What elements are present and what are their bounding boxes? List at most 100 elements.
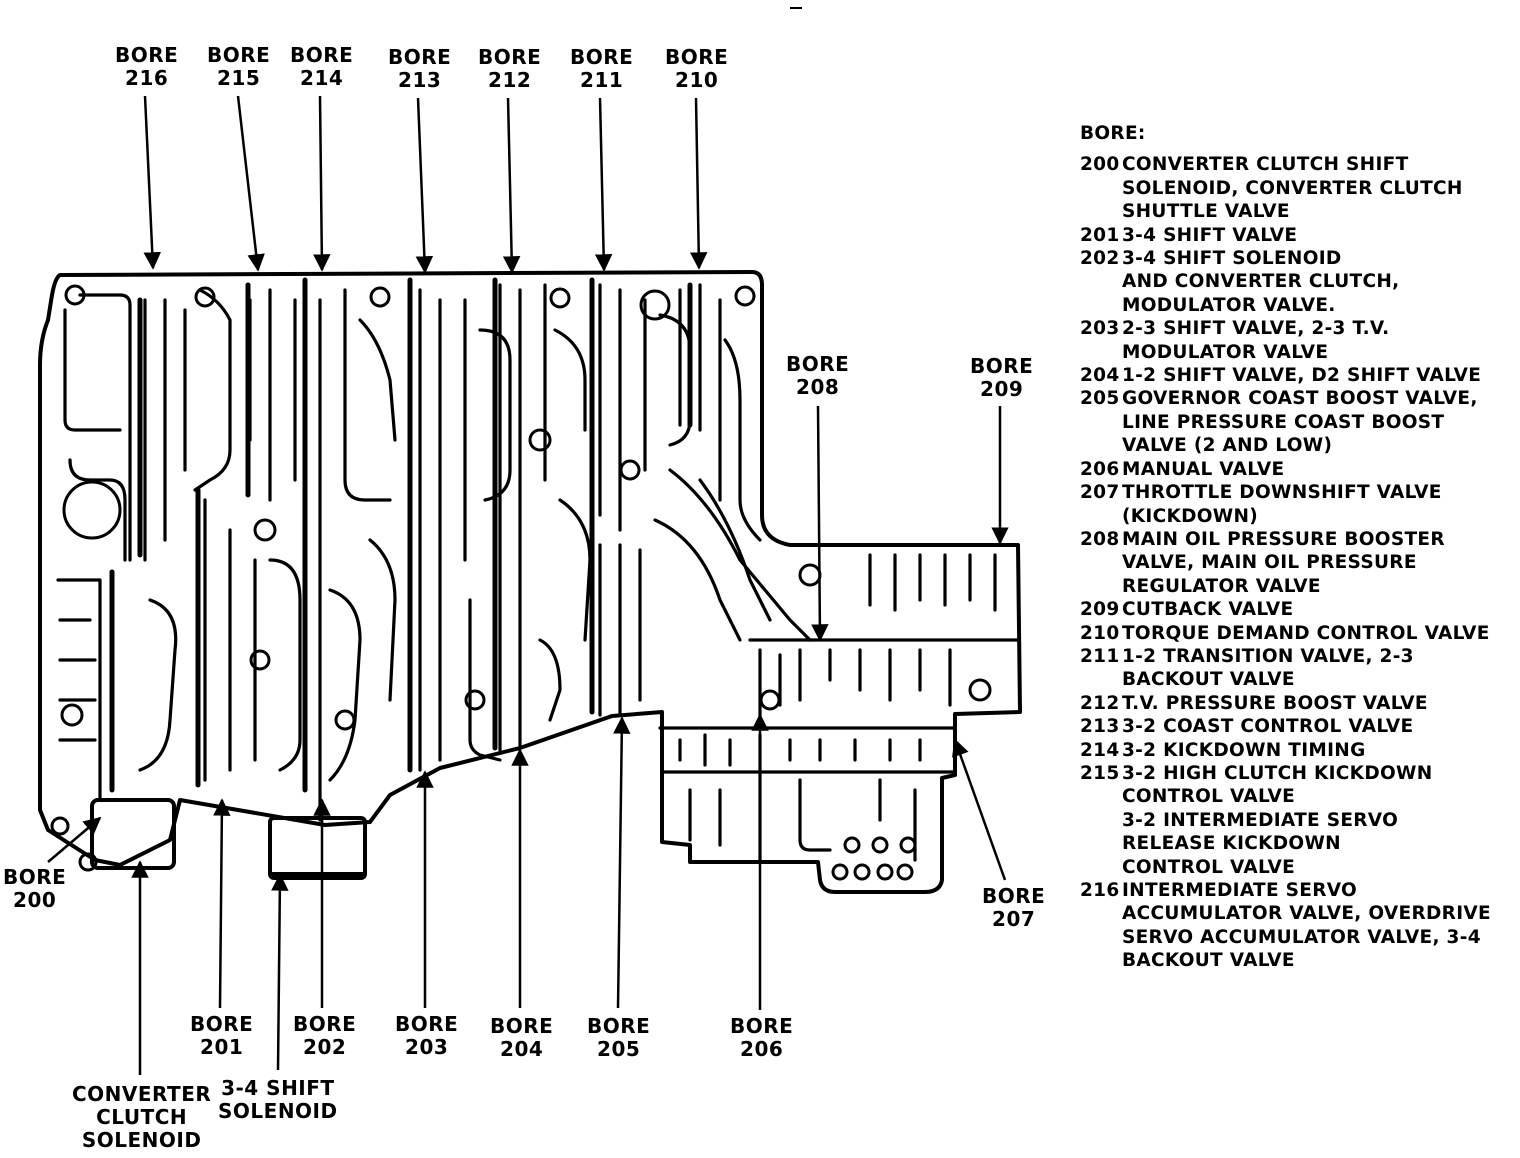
converter-clutch-solenoid-label: CONVERTER CLUTCH SOLENOID [72, 1082, 212, 1152]
legend-entry-line: SHUTTLE VALVE [1122, 201, 1290, 223]
valve-body-outline [38, 270, 1022, 894]
legend-entry-line: SOLENOID, CONVERTER CLUTCH [1122, 177, 1463, 199]
legend-entry-line: 3-2 COAST CONTROL VALVE [1122, 716, 1414, 738]
shift-solenoid-34-label: 3-4 SHIFT SOLENOID [218, 1076, 338, 1123]
legend-entry-line: (KICKDOWN) [1122, 505, 1259, 527]
legend-entry-line: MANUAL VALVE [1122, 458, 1285, 480]
legend-entry-line: T.V. PRESSURE BOOST VALVE [1122, 692, 1428, 714]
legend-entry-line: BACKOUT VALVE [1122, 950, 1295, 972]
legend-entry-line: LINE PRESSURE COAST BOOST [1122, 411, 1445, 433]
legend-entry-line: INTERMEDIATE SERVO [1122, 880, 1358, 901]
legend-entry-number: 214 [1080, 739, 1120, 761]
legend-entry-line: ACCUMULATOR VALVE, OVERDRIVE [1122, 903, 1491, 925]
legend-entry-text: TORQUE DEMAND CONTROL VALVE [1122, 622, 1510, 645]
legend-entry-text: 3-2 KICKDOWN TIMING [1122, 739, 1510, 762]
legend-entry-line: TORQUE DEMAND CONTROL VALVE [1122, 622, 1490, 644]
legend-entry-line: VALVE (2 AND LOW) [1122, 435, 1333, 457]
legend-entry-number: 208 [1080, 528, 1120, 550]
legend-entry-line: CUTBACK VALVE [1122, 599, 1294, 621]
legend-entry-number: 206 [1080, 458, 1120, 480]
legend-entry-line: 1-2 TRANSITION VALVE, 2-3 [1122, 645, 1414, 667]
legend-entry-line: MODULATOR VALVE [1122, 341, 1329, 363]
legend-entry-number: 200 [1080, 154, 1120, 176]
legend-entry-line: RELEASE KICKDOWN [1122, 833, 1341, 855]
legend-entry-line: SERVO ACCUMULATOR VALVE, 3-4 [1122, 926, 1481, 948]
legend-entry-line: CONTROL VALVE [1122, 856, 1296, 878]
legend-entry-number: 212 [1080, 692, 1120, 714]
legend-entry-number: 210 [1080, 622, 1120, 644]
legend-entry-line: BACKOUT VALVE [1122, 669, 1295, 691]
legend-entry-line: 2-3 SHIFT VALVE, 2-3 T.V. [1122, 318, 1390, 340]
legend-entry-line: 3-2 HIGH CLUTCH KICKDOWN [1122, 762, 1433, 784]
legend-entry-number: 209 [1080, 599, 1120, 621]
legend-entry-number: 216 [1080, 880, 1120, 901]
legend-entry-number: 207 [1080, 482, 1120, 504]
legend-entry-line: MAIN OIL PRESSURE BOOSTER [1122, 528, 1445, 550]
legend-entry-text: 2-3 SHIFT VALVE, 2-3 T.V.MODULATOR VALVE [1122, 317, 1510, 364]
legend-entry-text: GOVERNOR COAST BOOST VALVE,LINE PRESSURE… [1122, 387, 1510, 457]
legend-entry-line: CONVERTER CLUTCH SHIFT [1122, 154, 1409, 176]
legend-entry-line: 1-2 SHIFT VALVE, D2 SHIFT VALVE [1122, 365, 1482, 387]
legend-entry-line: THROTTLE DOWNSHIFT VALVE [1122, 482, 1442, 504]
legend-entry-number: 203 [1080, 318, 1120, 340]
legend-entry-number: 215 [1080, 762, 1120, 784]
legend-entry-text: MANUAL VALVE [1122, 458, 1510, 481]
legend-entry-number: 205 [1080, 388, 1120, 410]
legend-entry-line: 3-2 KICKDOWN TIMING [1122, 739, 1366, 761]
legend-entry-text: 3-2 COAST CONTROL VALVE [1122, 715, 1510, 738]
legend-entry-line: CONTROL VALVE [1122, 786, 1296, 808]
legend-entry-number: 204 [1080, 365, 1120, 387]
legend-entry-line: REGULATOR VALVE [1122, 575, 1321, 597]
legend-entry-line: 3-4 SHIFT VALVE [1122, 224, 1298, 246]
legend-entry-text: T.V. PRESSURE BOOST VALVE [1122, 692, 1510, 715]
legend-entry-number: 211 [1080, 645, 1120, 667]
legend-entry-line: AND CONVERTER CLUTCH, [1122, 271, 1400, 293]
legend-entry-number: 213 [1080, 716, 1120, 738]
legend-entry-line: 3-2 INTERMEDIATE SERVO [1122, 809, 1399, 831]
legend-entry-text: CUTBACK VALVE [1122, 598, 1510, 621]
legend-header: BORE: [1080, 123, 1146, 144]
legend-entry-text: 1-2 SHIFT VALVE, D2 SHIFT VALVE [1122, 364, 1510, 387]
leader-arrows [47, 95, 1009, 1075]
legend-entry-number: 202 [1080, 248, 1120, 270]
